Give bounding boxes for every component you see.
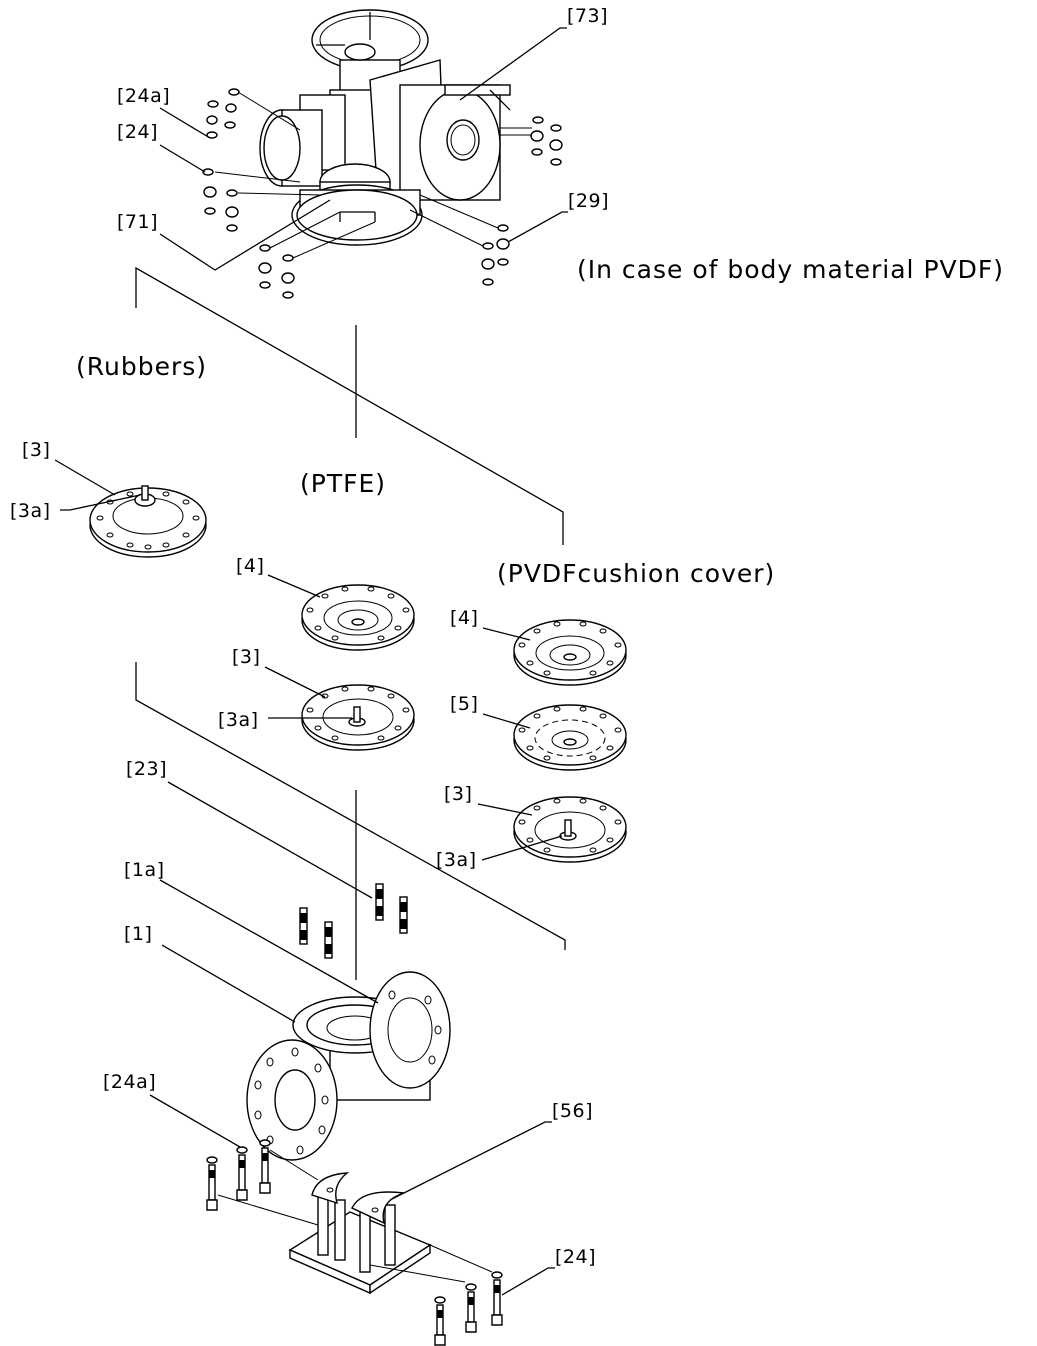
leader-24a-top — [159, 107, 211, 139]
leader-4-pvdf — [482, 627, 531, 641]
label-71: [71] — [117, 211, 158, 233]
bolts-bottom-right — [369, 1244, 503, 1346]
pvdf-diaphragm-3 — [513, 796, 627, 863]
label-24-bottom: [24] — [555, 1246, 596, 1268]
fastener-group-base — [258, 211, 376, 299]
diaphragm-rubber — [89, 485, 207, 558]
leader-5-pvdf — [482, 713, 531, 729]
ptfe-cushion-4 — [301, 584, 415, 651]
leader-3-rubber — [54, 459, 116, 496]
leader-3a-pvdf — [481, 835, 563, 861]
caption-pvdf-cushion: (PVDFcushion cover) — [497, 559, 775, 588]
label-73: [73] — [567, 5, 608, 27]
caption-pvdf-body: (In case of body material PVDF) — [577, 255, 1004, 284]
fastener-group-top-left — [202, 88, 321, 232]
label-24a-top: [24a] — [117, 85, 170, 107]
fastener-group-right — [409, 116, 563, 286]
label-1a: [1a] — [124, 859, 165, 881]
label-4-pvdf: [4] — [450, 607, 478, 629]
label-3-rubber: [3] — [22, 439, 50, 461]
valve-body — [246, 971, 451, 1161]
stud-bolts — [299, 883, 408, 959]
branch-lines — [135, 266, 566, 980]
leader-29 — [507, 211, 568, 243]
leader-3-ptfe — [264, 666, 326, 698]
label-23: [23] — [126, 758, 167, 780]
leader-24-bottom — [501, 1267, 555, 1296]
pvdf-cushion-4 — [513, 619, 627, 686]
ptfe-diaphragm-3 — [301, 684, 415, 751]
label-3-pvdf: [3] — [444, 783, 472, 805]
label-29: [29] — [568, 190, 609, 212]
actuator-assembly — [202, 9, 563, 299]
leader-23 — [167, 781, 373, 899]
label-5-pvdf: [5] — [450, 693, 478, 715]
leader-1a — [159, 879, 379, 1004]
leader-4-ptfe — [267, 574, 321, 598]
leader-24-top — [159, 144, 206, 173]
label-24a-bottom: [24a] — [103, 1071, 156, 1093]
label-3-ptfe: [3] — [232, 646, 260, 668]
caption-rubbers: (Rubbers) — [76, 352, 207, 381]
leader-73 — [459, 27, 567, 101]
leader-3a-rubber — [60, 494, 141, 511]
leader-24a-bottom — [149, 1094, 241, 1148]
label-3a-pvdf: [3a] — [436, 849, 477, 871]
leader-1 — [161, 944, 296, 1023]
label-3a-rubber: [3a] — [10, 500, 51, 522]
caption-ptfe: (PTFE) — [300, 469, 386, 498]
support-stand — [288, 1172, 432, 1295]
label-3a-ptfe: [3a] — [218, 709, 259, 731]
bolts-bottom-left — [206, 1139, 319, 1226]
leader-3-pvdf — [477, 803, 533, 816]
leader-56 — [389, 1121, 552, 1201]
label-1: [1] — [124, 923, 152, 945]
pvdf-cushion-5 — [513, 704, 627, 771]
leader-71 — [159, 199, 331, 271]
label-24-top: [24] — [117, 121, 158, 143]
label-4-ptfe: [4] — [236, 555, 264, 577]
label-56: [56] — [552, 1100, 593, 1122]
